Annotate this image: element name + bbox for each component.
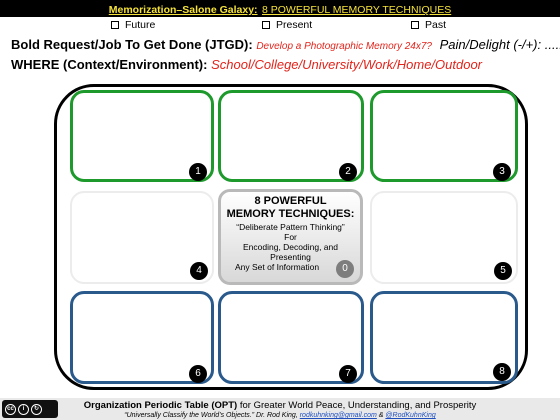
topic-title: 8 POWERFUL MEMORY TECHNIQUES [262, 4, 452, 16]
technique-box-3[interactable]: 3 [370, 90, 518, 182]
number-badge: 1 [189, 163, 207, 181]
sa-icon: ↻ [31, 403, 42, 415]
technique-box-5[interactable]: 5 [370, 191, 518, 284]
footer-line-1: Organization Periodic Table (OPT) for Gr… [0, 401, 560, 411]
center-title-1: 8 POWERFUL [254, 195, 327, 207]
footer-org-title: Organization Periodic Table (OPT) [83, 400, 238, 411]
center-summary-box: 8 POWERFUL MEMORY TECHNIQUES: “Deliberat… [218, 189, 363, 285]
number-badge: 8 [493, 363, 511, 381]
footer-handle-link[interactable]: @RodKuhnKing [385, 412, 436, 419]
footer-amp: & [376, 412, 386, 419]
series-title: Memorization–Salone Galaxy: [108, 4, 258, 16]
tense-future-label: Future [125, 19, 156, 31]
center-line-4: Presenting [270, 252, 311, 262]
creative-commons-icon: cc i ↻ [2, 400, 58, 418]
tense-row: Future Present Past [0, 17, 560, 31]
footer-quote: “Universally Classify the World’s Object… [124, 412, 255, 419]
where-value: School/College/University/Work/Home/Outd… [211, 57, 483, 72]
footer-email-link[interactable]: rodkuhnking@gmail.com [299, 412, 377, 419]
center-line-5: Any Set of Information [235, 262, 320, 272]
cc-icon: cc [5, 403, 16, 415]
technique-box-7[interactable]: 7 [218, 291, 364, 384]
jtgd-value: Develop a Photographic Memory 24x7? [256, 41, 432, 52]
pain-delight-label: Pain/Delight (-/+): ........ [439, 37, 560, 52]
number-badge: 3 [493, 163, 511, 181]
checkbox-icon[interactable] [411, 21, 419, 29]
technique-box-8[interactable]: 8 [370, 291, 518, 384]
tense-past-label: Past [425, 19, 447, 31]
jtgd-label: Bold Request/Job To Get Done (JTGD): [11, 37, 253, 52]
technique-box-2[interactable]: 2 [218, 90, 364, 182]
footer-line-2: “Universally Classify the World’s Object… [0, 412, 560, 420]
tense-present[interactable]: Present [262, 19, 312, 31]
center-title-2: MEMORY TECHNIQUES: [226, 208, 355, 220]
title-bar: Memorization–Salone Galaxy: 8 POWERFUL M… [0, 0, 560, 17]
jtgd-line: Bold Request/Job To Get Done (JTGD): Dev… [11, 37, 560, 52]
number-badge-zero: 0 [336, 260, 354, 278]
checkbox-icon[interactable] [111, 21, 119, 29]
center-line-1: “Deliberate Pattern Thinking” [236, 222, 345, 232]
number-badge: 2 [339, 163, 357, 181]
tense-future[interactable]: Future [111, 19, 155, 31]
footer-author: Dr. Rod King, [254, 412, 300, 419]
number-badge: 4 [190, 262, 208, 280]
number-badge: 7 [339, 365, 357, 383]
by-icon: i [18, 403, 29, 415]
where-line: WHERE (Context/Environment): School/Coll… [11, 57, 482, 72]
number-badge: 6 [189, 365, 207, 383]
footer-org-rest: for Greater World Peace, Understanding, … [237, 400, 477, 411]
center-line-2: For [284, 232, 297, 242]
where-label: WHERE (Context/Environment): [11, 57, 208, 72]
tense-past[interactable]: Past [411, 19, 446, 31]
number-badge: 5 [494, 262, 512, 280]
technique-box-4[interactable]: 4 [70, 191, 214, 284]
footer [0, 398, 560, 420]
outer-frame [54, 84, 528, 390]
checkbox-icon[interactable] [262, 21, 270, 29]
center-line-3: Encoding, Decoding, and [243, 242, 338, 252]
technique-box-6[interactable]: 6 [70, 291, 214, 384]
technique-box-1[interactable]: 1 [70, 90, 214, 182]
tense-present-label: Present [276, 19, 313, 31]
